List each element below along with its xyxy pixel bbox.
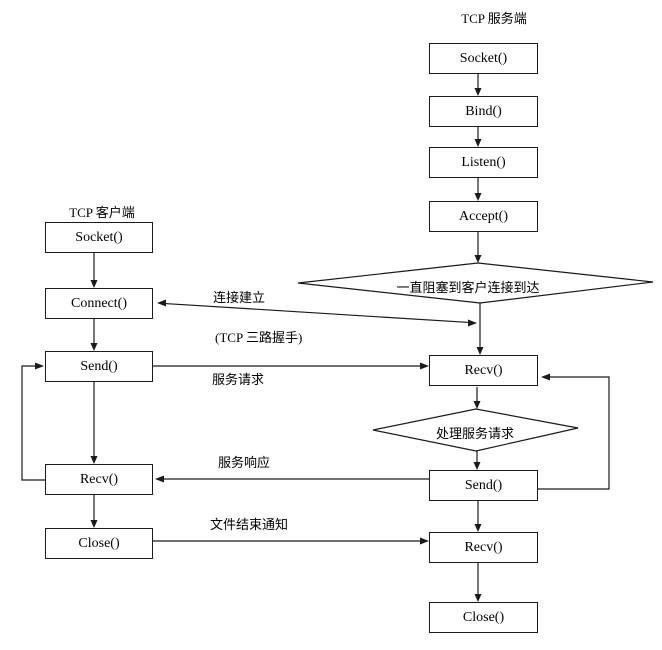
arrow-server-accept-to-block-diamond [474, 232, 482, 263]
arrow-service-response [155, 475, 429, 483]
arrow-server-loop-send-to-recv1 [538, 373, 610, 490]
arrow-server-block-diamond-to-recv1 [476, 303, 484, 355]
arrow-client-connect-to-send [90, 319, 98, 351]
client-column-title: TCP 客户端 [69, 205, 135, 220]
client-recv-box: Recv() [45, 464, 153, 495]
server-listen-box: Listen() [429, 147, 538, 178]
label-service-response: 服务响应 [218, 455, 271, 470]
server-process-diamond-shape [372, 408, 579, 452]
arrow-eof-notice [153, 537, 429, 545]
arrow-client-loop-recv-to-send [21, 362, 45, 481]
arrow-server-recv1-to-process-diamond [473, 387, 481, 409]
arrow-server-listen-to-accept [474, 178, 482, 201]
arrow-server-recv2-to-close [474, 563, 482, 602]
server-accept-box: Accept() [429, 201, 538, 232]
server-close-box: Close() [429, 602, 538, 633]
client-send-box: Send() [45, 351, 153, 382]
server-bind-box: Bind() [429, 96, 538, 127]
label-eof-notice: 文件结束通知 [210, 517, 289, 532]
arrow-server-send-to-recv2 [474, 501, 482, 532]
arrow-service-request [153, 362, 429, 370]
server-block-diamond-shape [297, 262, 654, 304]
server-block-diamond-label: 一直阻塞到客户连接到达 [396, 280, 540, 295]
server-send-box: Send() [429, 470, 538, 501]
arrow-client-socket-to-connect [90, 253, 98, 288]
server-socket-box: Socket() [429, 43, 538, 74]
arrow-client-recv-to-close [90, 495, 98, 528]
client-close-box: Close() [45, 528, 153, 559]
label-service-request: 服务请求 [212, 372, 265, 387]
arrow-server-bind-to-listen [474, 127, 482, 147]
arrow-client-send-to-recv [90, 382, 98, 464]
server-recv1-box: Recv() [429, 355, 538, 386]
arrow-connection-establish-handshake [157, 299, 477, 327]
server-recv2-box: Recv() [429, 532, 538, 563]
client-connect-box: Connect() [45, 288, 153, 319]
client-socket-box: Socket() [45, 222, 153, 253]
server-process-diamond-label: 处理服务请求 [435, 426, 514, 441]
server-column-title: TCP 服务端 [461, 11, 527, 26]
label-connection-establish: 连接建立 [213, 290, 266, 305]
label-tcp-handshake: (TCP 三路握手) [215, 330, 303, 345]
arrow-server-process-diamond-to-send [473, 451, 481, 470]
arrow-server-socket-to-bind [474, 74, 482, 96]
